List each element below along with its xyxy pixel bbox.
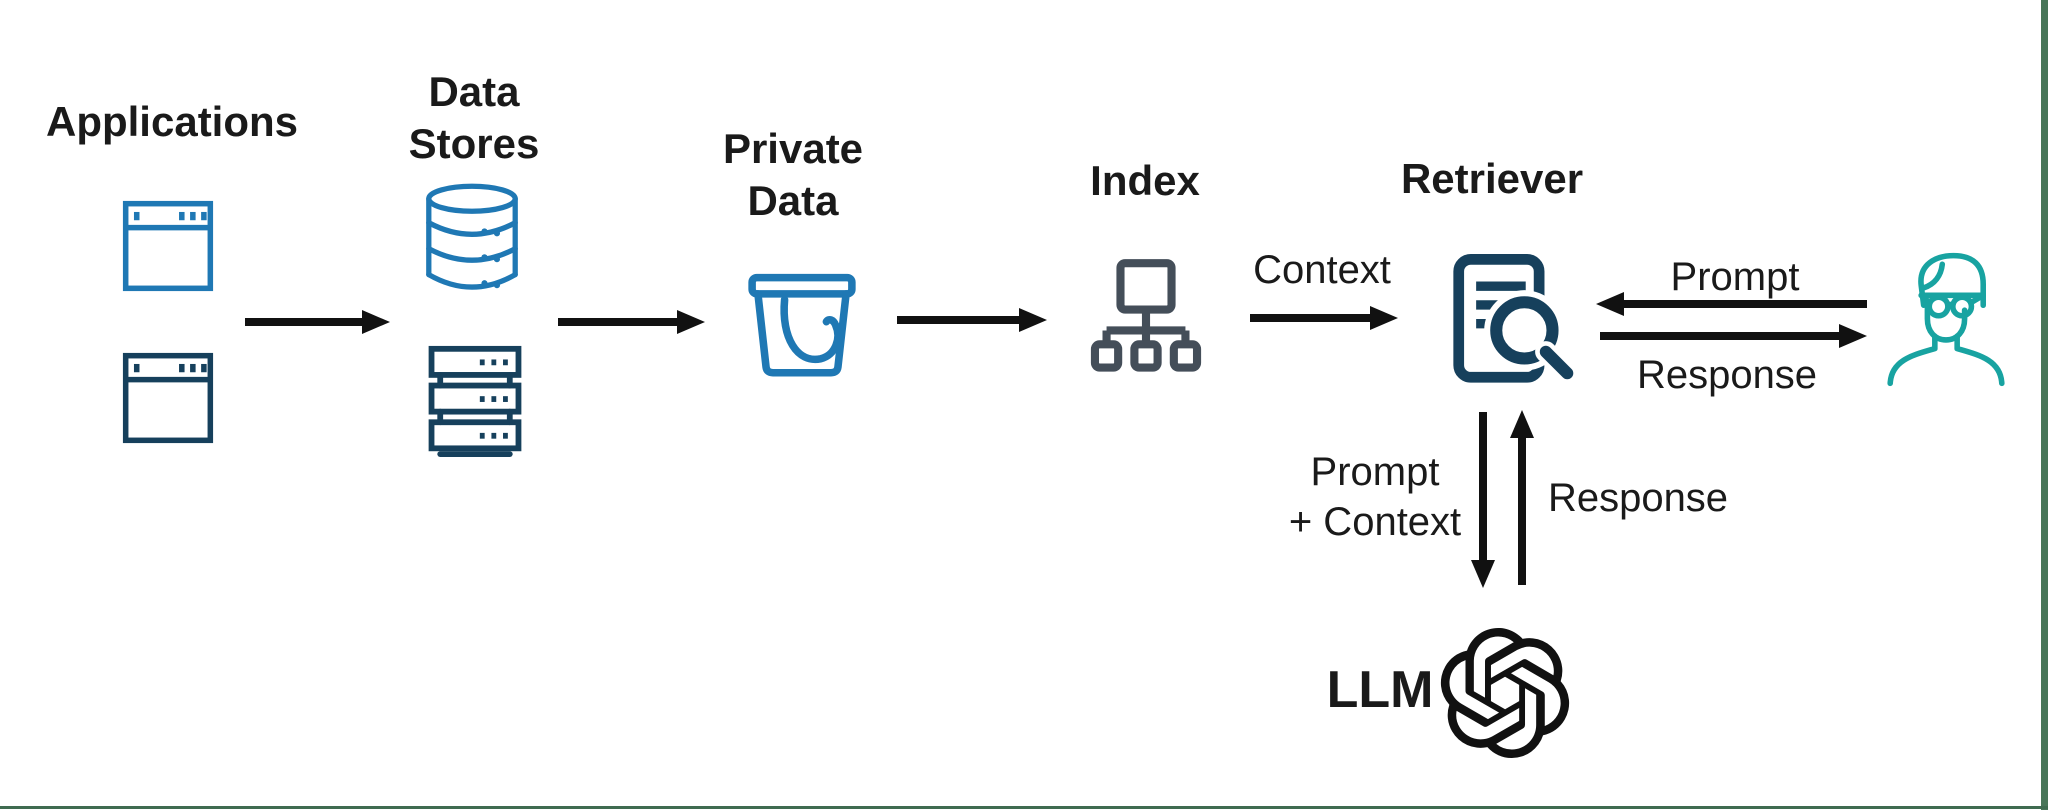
index-label: Index (1090, 157, 1200, 204)
arrow-prompt-user-to-retriever (1596, 292, 1867, 316)
private-data-label: Private Data (722, 125, 864, 224)
arrow-applications-to-datastores (245, 310, 390, 334)
right-green-border (2041, 0, 2048, 810)
bucket-icon (744, 266, 860, 382)
prompt-flow-label: Prompt (1670, 255, 1800, 299)
prompt-context-flow-label: Prompt + Context (1288, 450, 1462, 544)
context-flow-label: Context (1253, 248, 1391, 292)
browser-window-icon (122, 351, 214, 445)
arrow-privatedata-to-index (897, 308, 1047, 332)
person-glasses-icon (1884, 246, 2008, 388)
arrow-promptcontext-retriever-to-llm (1471, 412, 1495, 588)
llm-label: LLM (1326, 661, 1434, 719)
arrow-datastores-to-privatedata (558, 310, 705, 334)
database-icon (424, 182, 520, 300)
arrow-response-llm-to-retriever (1510, 410, 1534, 585)
data-stores-label: Data Stores (408, 68, 540, 167)
bottom-green-border (0, 806, 2048, 809)
llm-response-flow-label: Response (1547, 476, 1729, 520)
document-search-icon (1448, 254, 1582, 388)
openai-logo-icon (1440, 628, 1570, 758)
retriever-label: Retriever (1400, 155, 1584, 202)
applications-label: Applications (46, 98, 299, 145)
arrow-context-index-to-retriever (1250, 306, 1398, 330)
server-stack-icon (426, 344, 524, 458)
arrow-response-retriever-to-user (1600, 324, 1867, 348)
browser-window-icon (122, 199, 214, 293)
response-flow-label: Response (1636, 353, 1818, 397)
hierarchy-icon (1088, 256, 1204, 384)
